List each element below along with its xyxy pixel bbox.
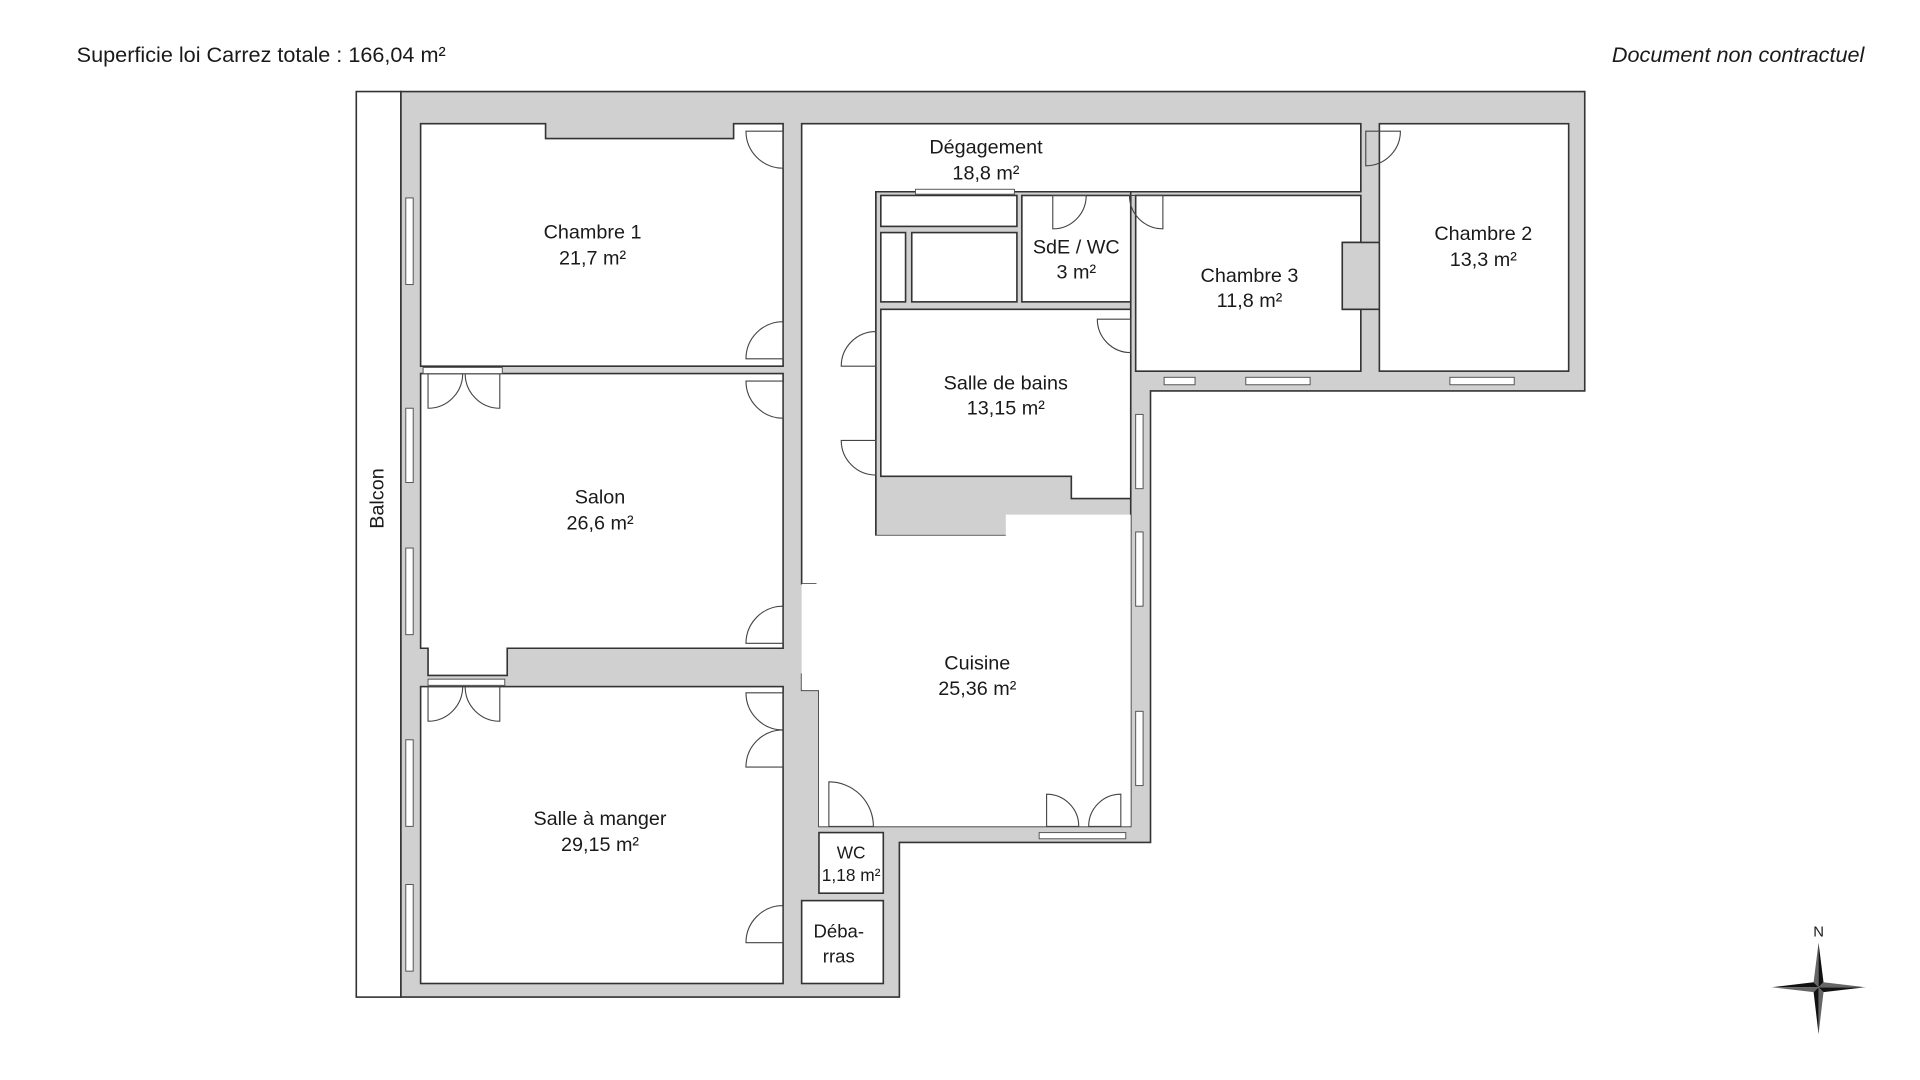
room-chambre-2	[1378, 122, 1570, 372]
door-swing-icon	[1052, 194, 1087, 230]
balcony-label: Balcon	[367, 468, 389, 528]
room-name: Chambre 1	[544, 222, 642, 244]
room-name: Cuisine	[944, 652, 1010, 674]
room-area: rras	[823, 945, 855, 966]
compass-rose-icon: N	[1771, 924, 1866, 1035]
room-labels: Chambre 1 21,7 m² Salon 26,6 m² Salle à …	[533, 136, 1532, 966]
door-swing-icon	[745, 605, 784, 644]
room-name: Salle à manger	[533, 808, 666, 830]
room-chambre-1	[419, 122, 784, 367]
total-area-label: Superficie loi Carrez totale : 166,04 m²	[77, 42, 446, 67]
room-area: 21,7 m²	[559, 248, 626, 270]
window-icon	[422, 366, 503, 375]
room-area: 13,3 m²	[1450, 249, 1517, 271]
closet-left	[880, 231, 907, 303]
room-name: Salle de bains	[944, 373, 1068, 395]
room-salle-a-manger	[419, 685, 784, 985]
room-area: 25,36 m²	[938, 678, 1016, 700]
room-name: Salon	[575, 487, 626, 509]
window-icon	[1245, 376, 1311, 386]
room-salon	[419, 372, 784, 677]
window-icon	[405, 547, 414, 636]
window-icon	[405, 197, 414, 286]
closet-top	[880, 194, 1018, 228]
door-swing-icon	[745, 729, 784, 768]
room-name: SdE / WC	[1033, 237, 1120, 259]
window-icon	[1163, 376, 1196, 386]
door-swing-icon	[840, 330, 877, 367]
window-icon	[1135, 710, 1144, 787]
room-name: Chambre 3	[1201, 265, 1299, 287]
compass-north-label: N	[1813, 924, 1824, 940]
room-area: 13,15 m²	[967, 397, 1045, 419]
door-swing-icon	[464, 373, 501, 409]
door-swing-icon	[427, 373, 464, 409]
window-icon	[1038, 832, 1127, 840]
room-wc	[818, 831, 885, 895]
window-icon	[405, 407, 414, 483]
windows	[405, 188, 1515, 972]
balcony	[355, 90, 402, 998]
room-area: 29,15 m²	[561, 834, 639, 856]
room-name: Chambre 2	[1434, 223, 1532, 245]
door-swing-icon	[1088, 793, 1122, 827]
doors	[427, 130, 1401, 944]
window-icon	[914, 188, 1015, 195]
room-area: 11,8 m²	[1217, 290, 1283, 312]
closet-center	[910, 231, 1018, 303]
room-salle-de-bains	[880, 308, 1132, 500]
room-sde-wc	[1021, 194, 1132, 303]
door-swing-icon	[1128, 194, 1164, 230]
room-area: 3 m²	[1057, 261, 1097, 283]
window-icon	[1135, 413, 1144, 490]
room-name: Dégagement	[929, 136, 1043, 158]
door-swing-icon	[1096, 318, 1132, 354]
door-swing-icon	[745, 905, 784, 944]
window-icon	[405, 739, 414, 827]
door-swing-icon	[745, 380, 784, 419]
room-area: 26,6 m²	[566, 512, 633, 534]
room-name: WC	[837, 843, 866, 863]
room-area: 1,18 m²	[822, 865, 881, 885]
door-swing-icon	[464, 686, 501, 722]
window-icon	[1135, 531, 1144, 607]
door-swing-icon	[427, 686, 464, 722]
door-swing-icon	[745, 130, 784, 169]
disclaimer-label: Document non contractuel	[1612, 42, 1866, 67]
door-swing-icon	[840, 439, 877, 476]
room-area: 18,8 m²	[952, 162, 1019, 184]
door-swing-icon	[1365, 130, 1401, 167]
window-icon	[427, 678, 506, 686]
window-icon	[1449, 376, 1515, 386]
door-swing-icon	[828, 781, 874, 827]
door-swing-icon	[1046, 793, 1080, 827]
room-cuisine-fill	[801, 514, 1131, 827]
room-debarras	[800, 899, 885, 985]
window-icon	[405, 884, 414, 972]
door-swing-icon	[745, 321, 784, 360]
room-name: Déba-	[814, 921, 865, 942]
